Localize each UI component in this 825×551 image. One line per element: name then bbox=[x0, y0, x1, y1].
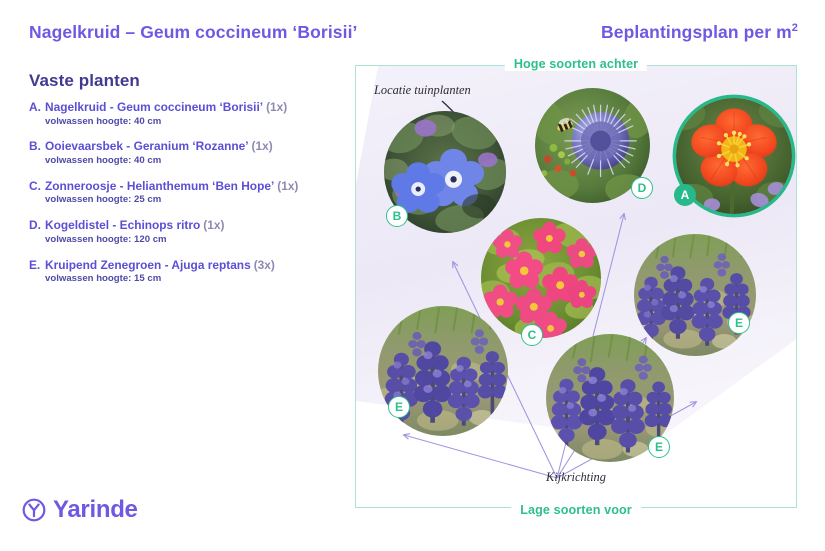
plant-circle-c[interactable]: C bbox=[481, 218, 601, 346]
list-item: B. Ooievaarsbek - Geranium ‘Rozanne’ (1x… bbox=[29, 139, 349, 168]
annotation-location: Locatie tuinplanten bbox=[374, 83, 471, 97]
plan-subtitle: Beplantingsplan per m2 bbox=[601, 22, 798, 43]
plant-badge-e-left: E bbox=[388, 396, 410, 418]
brand-logo[interactable]: Yarinde bbox=[22, 498, 138, 522]
list-item-height: volwassen hoogte: 15 cm bbox=[45, 273, 162, 285]
list-item-name: Zonneroosje - Helianthemum ‘Ben Hope’ bbox=[45, 178, 275, 193]
list-item-letter: C. bbox=[29, 178, 41, 193]
plant-badge-e-center: E bbox=[648, 436, 670, 458]
planting-diagram-panel: B bbox=[355, 57, 797, 517]
circled-y-icon bbox=[22, 498, 46, 522]
plant-circle-d[interactable]: D bbox=[535, 88, 653, 203]
list-item-letter: B. bbox=[29, 139, 41, 154]
diagram-label-top: Hoge soorten achter bbox=[504, 57, 648, 71]
plant-badge-d: D bbox=[631, 177, 653, 199]
rockrose-blooms bbox=[483, 221, 598, 338]
brand-name: Yarinde bbox=[53, 496, 138, 523]
list-item: A. Nagelkruid - Geum coccineum ‘Borisii’… bbox=[29, 100, 349, 129]
list-item-name: Ooievaarsbek - Geranium ‘Rozanne’ bbox=[45, 139, 249, 154]
list-item-height: volwassen hoogte: 40 cm bbox=[45, 154, 162, 166]
plant-circle-e-center[interactable]: E bbox=[546, 334, 674, 462]
list-item: C. Zonneroosje - Helianthemum ‘Ben Hope’… bbox=[29, 179, 349, 208]
list-item-main: B. Ooievaarsbek - Geranium ‘Rozanne’ (1x… bbox=[29, 139, 349, 154]
list-item: D. Kogeldistel - Echinops ritro (1x) vol… bbox=[29, 218, 349, 247]
plant-circle-e-left[interactable]: E bbox=[378, 306, 508, 436]
diagram-label-bottom: Lage soorten voor bbox=[511, 503, 641, 517]
ajuga-spikes bbox=[636, 253, 751, 346]
plan-subtitle-text: Beplantingsplan per m bbox=[601, 22, 792, 42]
list-item-quantity: (1x) bbox=[203, 218, 225, 233]
list-item-main: A. Nagelkruid - Geum coccineum ‘Borisii’… bbox=[29, 100, 349, 115]
list-item-height: volwassen hoogte: 120 cm bbox=[45, 233, 167, 245]
list-item-height: volwassen hoogte: 40 cm bbox=[45, 115, 162, 127]
list-item-letter: E. bbox=[29, 257, 41, 272]
annotation-viewing-direction: Kijkrichting bbox=[546, 470, 606, 484]
list-item: E. Kruipend Zenegroen - Ajuga reptans (3… bbox=[29, 258, 349, 287]
page-title: Nagelkruid – Geum coccineum ‘Borisii’ bbox=[29, 22, 358, 42]
plant-circle-a[interactable]: A bbox=[674, 98, 792, 214]
list-item-quantity: (3x) bbox=[253, 257, 275, 272]
list-item-main: C. Zonneroosje - Helianthemum ‘Ben Hope’… bbox=[29, 179, 349, 194]
list-item-main: D. Kogeldistel - Echinops ritro (1x) bbox=[29, 218, 349, 233]
list-item-letter: D. bbox=[29, 218, 41, 233]
list-item-quantity: (1x) bbox=[251, 139, 273, 154]
list-item-quantity: (1x) bbox=[277, 178, 299, 193]
list-item-height: volwassen hoogte: 25 cm bbox=[45, 194, 162, 206]
plant-circle-e-right[interactable]: E bbox=[634, 234, 756, 356]
plant-circle-b[interactable]: B bbox=[384, 111, 506, 233]
plant-badge-b: B bbox=[386, 205, 408, 227]
list-item-letter: A. bbox=[29, 100, 41, 114]
list-item-name: Kruipend Zenegroen - Ajuga reptans bbox=[45, 257, 251, 272]
plant-badge-a: A bbox=[674, 184, 696, 206]
list-heading: Vaste planten bbox=[29, 71, 140, 90]
list-item-main: E. Kruipend Zenegroen - Ajuga reptans (3… bbox=[29, 258, 349, 273]
plant-list: A. Nagelkruid - Geum coccineum ‘Borisii’… bbox=[29, 100, 349, 297]
plant-photo-ajuga bbox=[634, 234, 756, 356]
list-item-name: Nagelkruid - Geum coccineum ‘Borisii’ bbox=[45, 100, 264, 114]
plant-photo-echinops bbox=[535, 88, 650, 203]
plant-badge-e-right: E bbox=[728, 312, 750, 334]
list-item-name: Kogeldistel - Echinops ritro bbox=[45, 218, 201, 233]
list-item-quantity: (1x) bbox=[266, 100, 288, 114]
plant-badge-c: C bbox=[521, 324, 543, 346]
plan-subtitle-superscript: 2 bbox=[791, 22, 798, 35]
plant-photo-helianthemum bbox=[481, 218, 601, 338]
diagram-canvas: B bbox=[356, 66, 796, 507]
